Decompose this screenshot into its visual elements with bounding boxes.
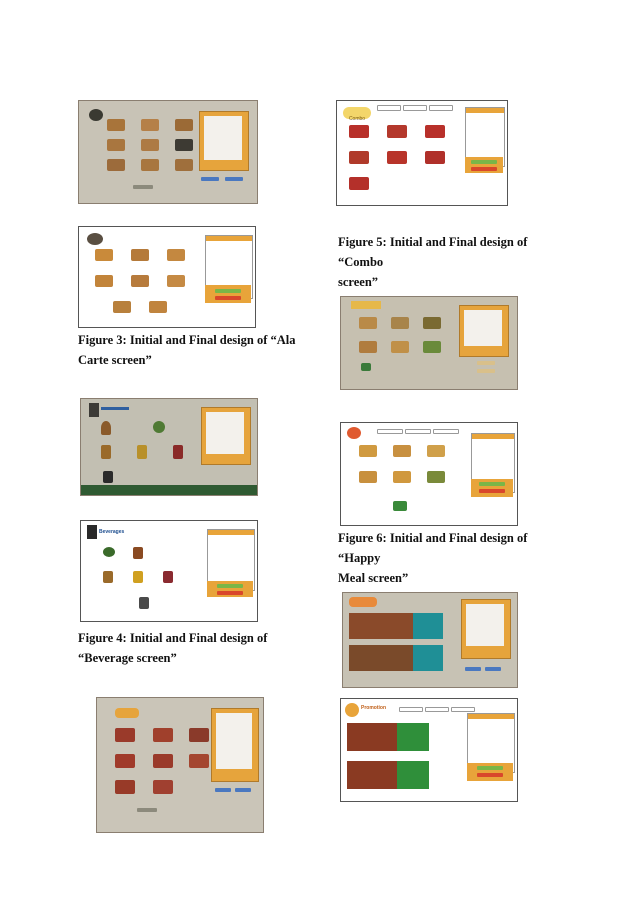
food-thumb [175, 139, 193, 151]
promotion-initial-photo [342, 592, 518, 688]
figure-3-caption: Figure 3: Initial and Final design of “A… [78, 333, 296, 367]
combo-initial-photo [96, 697, 264, 833]
table-edge [81, 485, 257, 495]
order-panel [207, 529, 255, 591]
figure-3-initial-photo [78, 100, 258, 204]
order-panel [199, 111, 249, 171]
logo-badge [345, 703, 359, 717]
figure-6-caption: Figure 6: Initial and Final design of “H… [338, 531, 528, 585]
figure-4-caption: Figure 4: Initial and Final design of “B… [78, 631, 268, 665]
promo-banner-image [349, 613, 413, 639]
figure-4-final-design: Beverages [80, 520, 258, 622]
order-panel [201, 407, 251, 465]
promo-banner-image [347, 723, 397, 751]
promo-banner-text [413, 613, 443, 639]
food-thumb [107, 119, 125, 131]
cancel-button [215, 296, 241, 300]
figure-6-initial-photo [340, 296, 518, 390]
screen-title: Beverages [99, 529, 125, 535]
cup-icon [89, 403, 99, 417]
figure-5-final-design: Combo [336, 100, 508, 206]
food-thumb [107, 159, 125, 171]
logo-badge [347, 427, 361, 439]
logo-badge [87, 233, 103, 245]
food-thumb [107, 139, 125, 151]
figure-3-final-design [78, 226, 256, 328]
cup-icon [87, 525, 97, 539]
order-panel [461, 599, 511, 659]
food-thumb [141, 159, 159, 171]
promotion-final-design: Promotion [340, 698, 518, 802]
figure-6-final-design [340, 422, 518, 526]
screen-title: Combo [343, 107, 371, 122]
screen-title: Promotion [361, 705, 386, 711]
figure-5-caption: Figure 5: Initial and Final design of “C… [338, 235, 528, 289]
food-thumb [175, 119, 193, 131]
logo-badge [89, 109, 103, 121]
screen-title-bar [101, 407, 129, 410]
confirm-button [215, 289, 241, 293]
figure-4-initial-photo [80, 398, 258, 496]
order-panel [211, 708, 259, 782]
food-thumb [175, 159, 193, 171]
promo-banner-text [397, 723, 429, 751]
food-thumb [141, 119, 159, 131]
order-panel [459, 305, 509, 357]
food-thumb [141, 139, 159, 151]
